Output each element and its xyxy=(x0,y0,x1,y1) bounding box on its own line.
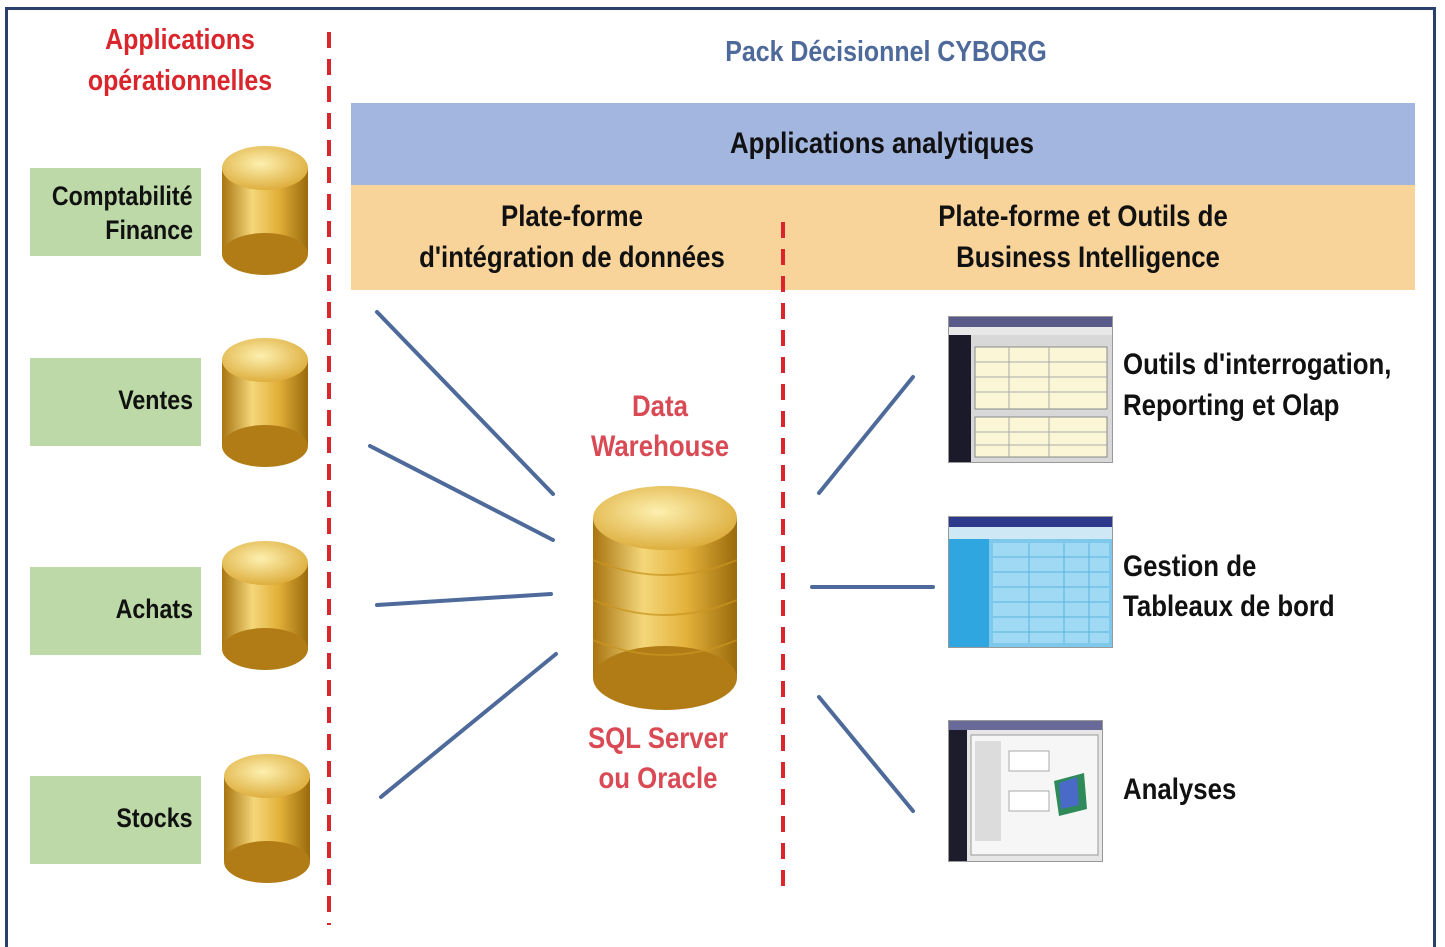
database-cylinder-icon xyxy=(222,338,308,467)
warehouse-title-line1: Data xyxy=(632,390,688,423)
analytics-band-label: Applications analytiques xyxy=(730,127,1034,160)
tool-label-query-line2: Reporting et Olap xyxy=(1123,389,1340,422)
platform-band xyxy=(351,185,1415,290)
warehouse-engine-line2: ou Oracle xyxy=(598,762,718,795)
connector-line xyxy=(375,310,555,496)
diagram-frame xyxy=(5,7,1436,947)
bi-platform-line2: Business Intelligence xyxy=(956,241,1220,274)
connector-line xyxy=(379,652,558,799)
source-label: Stocks xyxy=(116,803,193,833)
integration-platform-line1: Plate-forme xyxy=(501,200,643,233)
left-header-line1: Applications xyxy=(105,24,255,56)
pack-title: Pack Décisionnel CYBORG xyxy=(725,36,1047,68)
source-label-line2: Finance xyxy=(105,215,193,245)
analytics-band xyxy=(351,103,1415,185)
connector-line xyxy=(817,695,915,813)
bi-platform-line1: Plate-forme et Outils de xyxy=(938,200,1228,233)
warehouse-title-line2: Warehouse xyxy=(590,430,730,463)
tool-label-analysis: Analyses xyxy=(1123,773,1237,806)
tool-label-query-line1: Outils d'interrogation, xyxy=(1123,348,1392,381)
source-label-line1: Comptabilité xyxy=(52,181,193,211)
tool-label-dashboard-line2: Tableaux de bord xyxy=(1123,590,1335,623)
warehouse-database-icon xyxy=(592,486,738,710)
left-header-line2: opérationnelles xyxy=(87,65,273,97)
connector-line xyxy=(817,375,915,495)
database-cylinder-icon xyxy=(224,754,310,883)
software-screenshot-icon xyxy=(948,720,1103,862)
connector-line xyxy=(375,592,553,607)
source-label: Achats xyxy=(115,594,193,624)
source-box-ventes: Ventes xyxy=(30,358,201,446)
source-box-comptabilite: Comptabilité Finance xyxy=(30,168,201,256)
database-cylinder-icon xyxy=(222,146,308,275)
software-screenshot-icon xyxy=(948,516,1113,648)
source-box-stocks: Stocks xyxy=(30,776,201,864)
database-cylinder-icon xyxy=(222,541,308,670)
warehouse-engine-line1: SQL Server xyxy=(587,722,729,755)
source-box-achats: Achats xyxy=(30,567,201,655)
tool-label-dashboard-line1: Gestion de xyxy=(1123,550,1257,583)
software-screenshot-icon xyxy=(948,316,1113,463)
source-label: Ventes xyxy=(118,385,193,415)
integration-platform-line2: d'intégration de données xyxy=(419,241,725,274)
connector-line xyxy=(368,444,555,542)
